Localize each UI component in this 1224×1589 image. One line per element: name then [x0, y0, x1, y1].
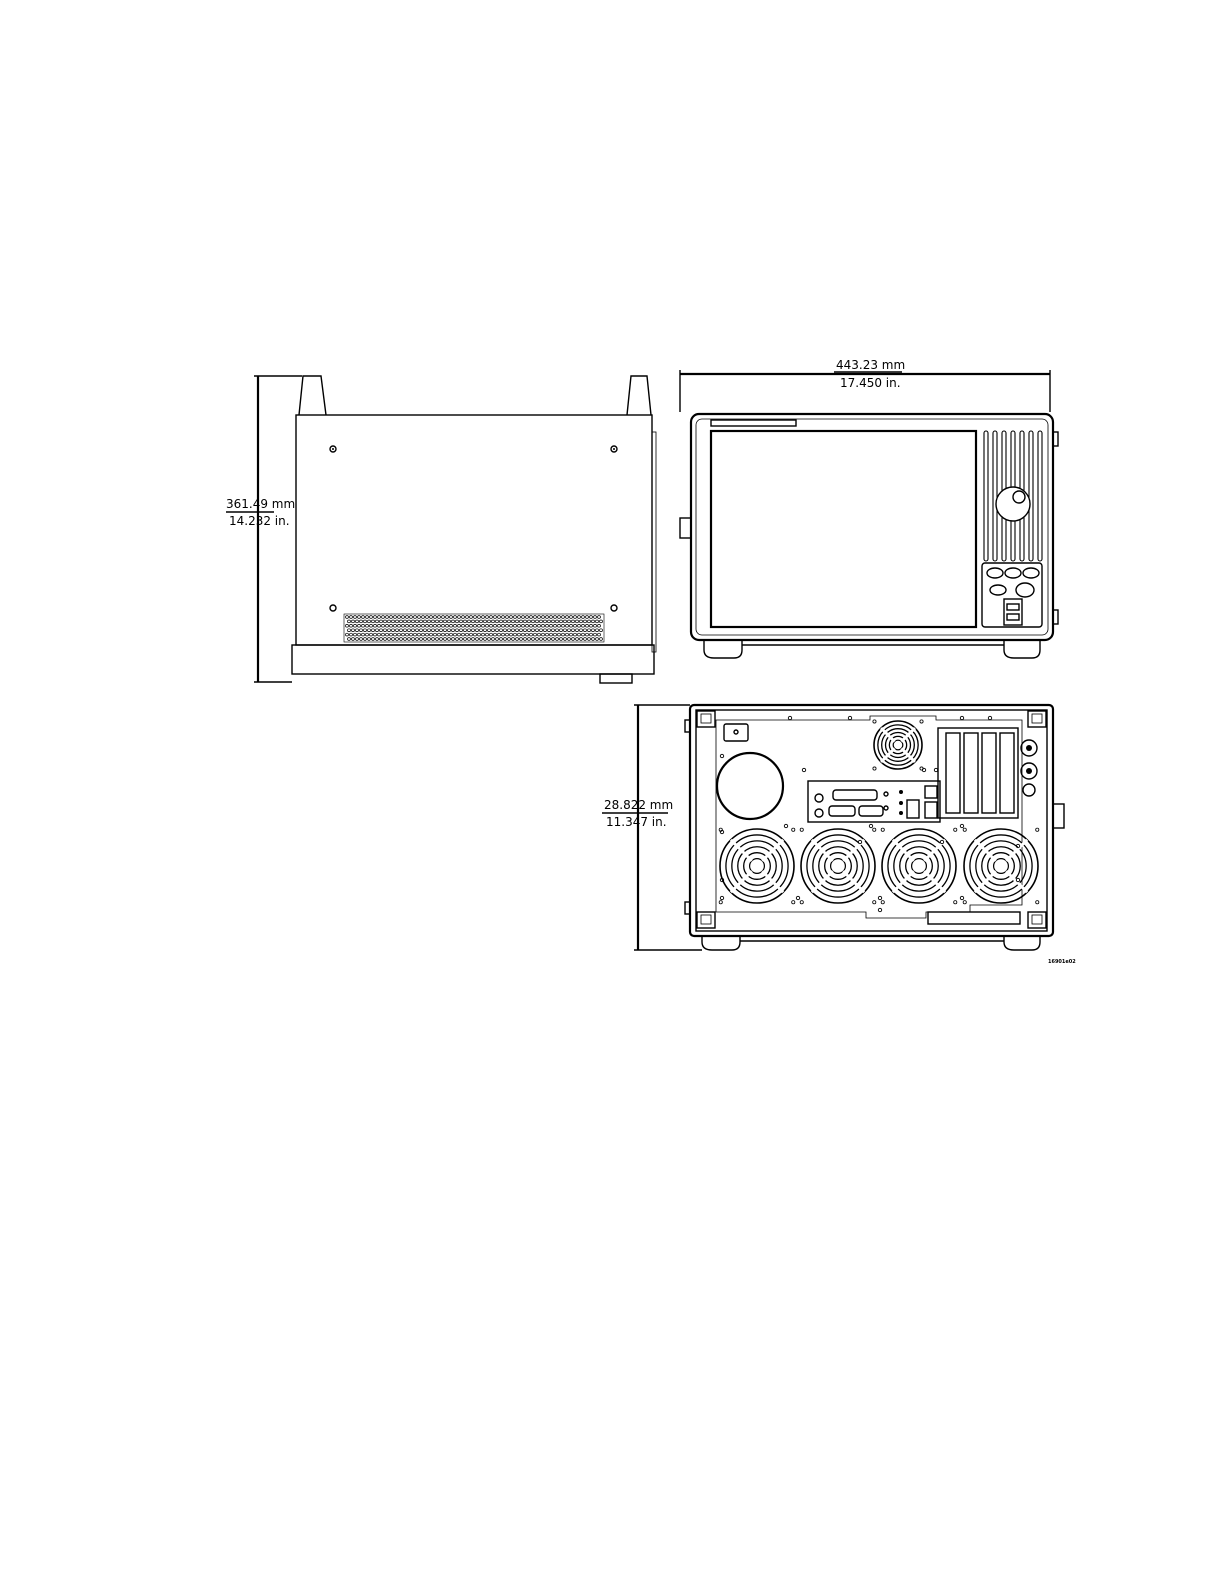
- side-handle-right: [627, 376, 651, 415]
- height-mm-label: 361.49 mm: [226, 497, 295, 511]
- bnc-connectors: [1021, 740, 1037, 796]
- depth-in-label: 11.347 in.: [606, 815, 667, 829]
- width-in-label: 17.450 in.: [840, 376, 901, 390]
- power-inlet: [724, 724, 748, 741]
- side-base: [292, 645, 654, 674]
- side-body: [296, 415, 652, 645]
- height-in-label: 14.232 in.: [229, 514, 290, 528]
- front-body: [691, 414, 1053, 640]
- expansion-slots: [938, 728, 1018, 818]
- top-fan-grille: [873, 720, 923, 770]
- button-panel: [982, 563, 1042, 627]
- front-view: 443.23 mm 17.450 in.: [680, 358, 1058, 658]
- rear-view: 28.822 mm 11.347 in.: [602, 705, 1064, 950]
- front-buttons: [987, 568, 1039, 597]
- figure-id: 16901e02: [1048, 959, 1076, 965]
- rotary-knob: [996, 487, 1030, 521]
- side-vent: [344, 614, 604, 642]
- height-dimension-line: [254, 376, 302, 682]
- side-view: 361.49 mm 14.232 in.: [226, 376, 656, 683]
- rear-foot-left: [702, 936, 740, 950]
- front-label-strip: [711, 420, 796, 426]
- side-handle-left: [299, 376, 326, 415]
- io-panel: [808, 781, 940, 822]
- front-foot-left: [704, 640, 742, 658]
- width-mm-label: 443.23 mm: [836, 358, 905, 372]
- side-screws: [330, 446, 617, 611]
- display-screen: [711, 431, 976, 627]
- rear-cutout: [717, 753, 783, 819]
- rear-label-plate: [928, 912, 1020, 924]
- fan-grilles: [719, 828, 1039, 904]
- front-usb-ports: [1004, 599, 1022, 625]
- rear-foot-right: [1004, 936, 1040, 950]
- front-foot-right: [1004, 640, 1040, 658]
- depth-mm-label: 28.822 mm: [604, 798, 673, 812]
